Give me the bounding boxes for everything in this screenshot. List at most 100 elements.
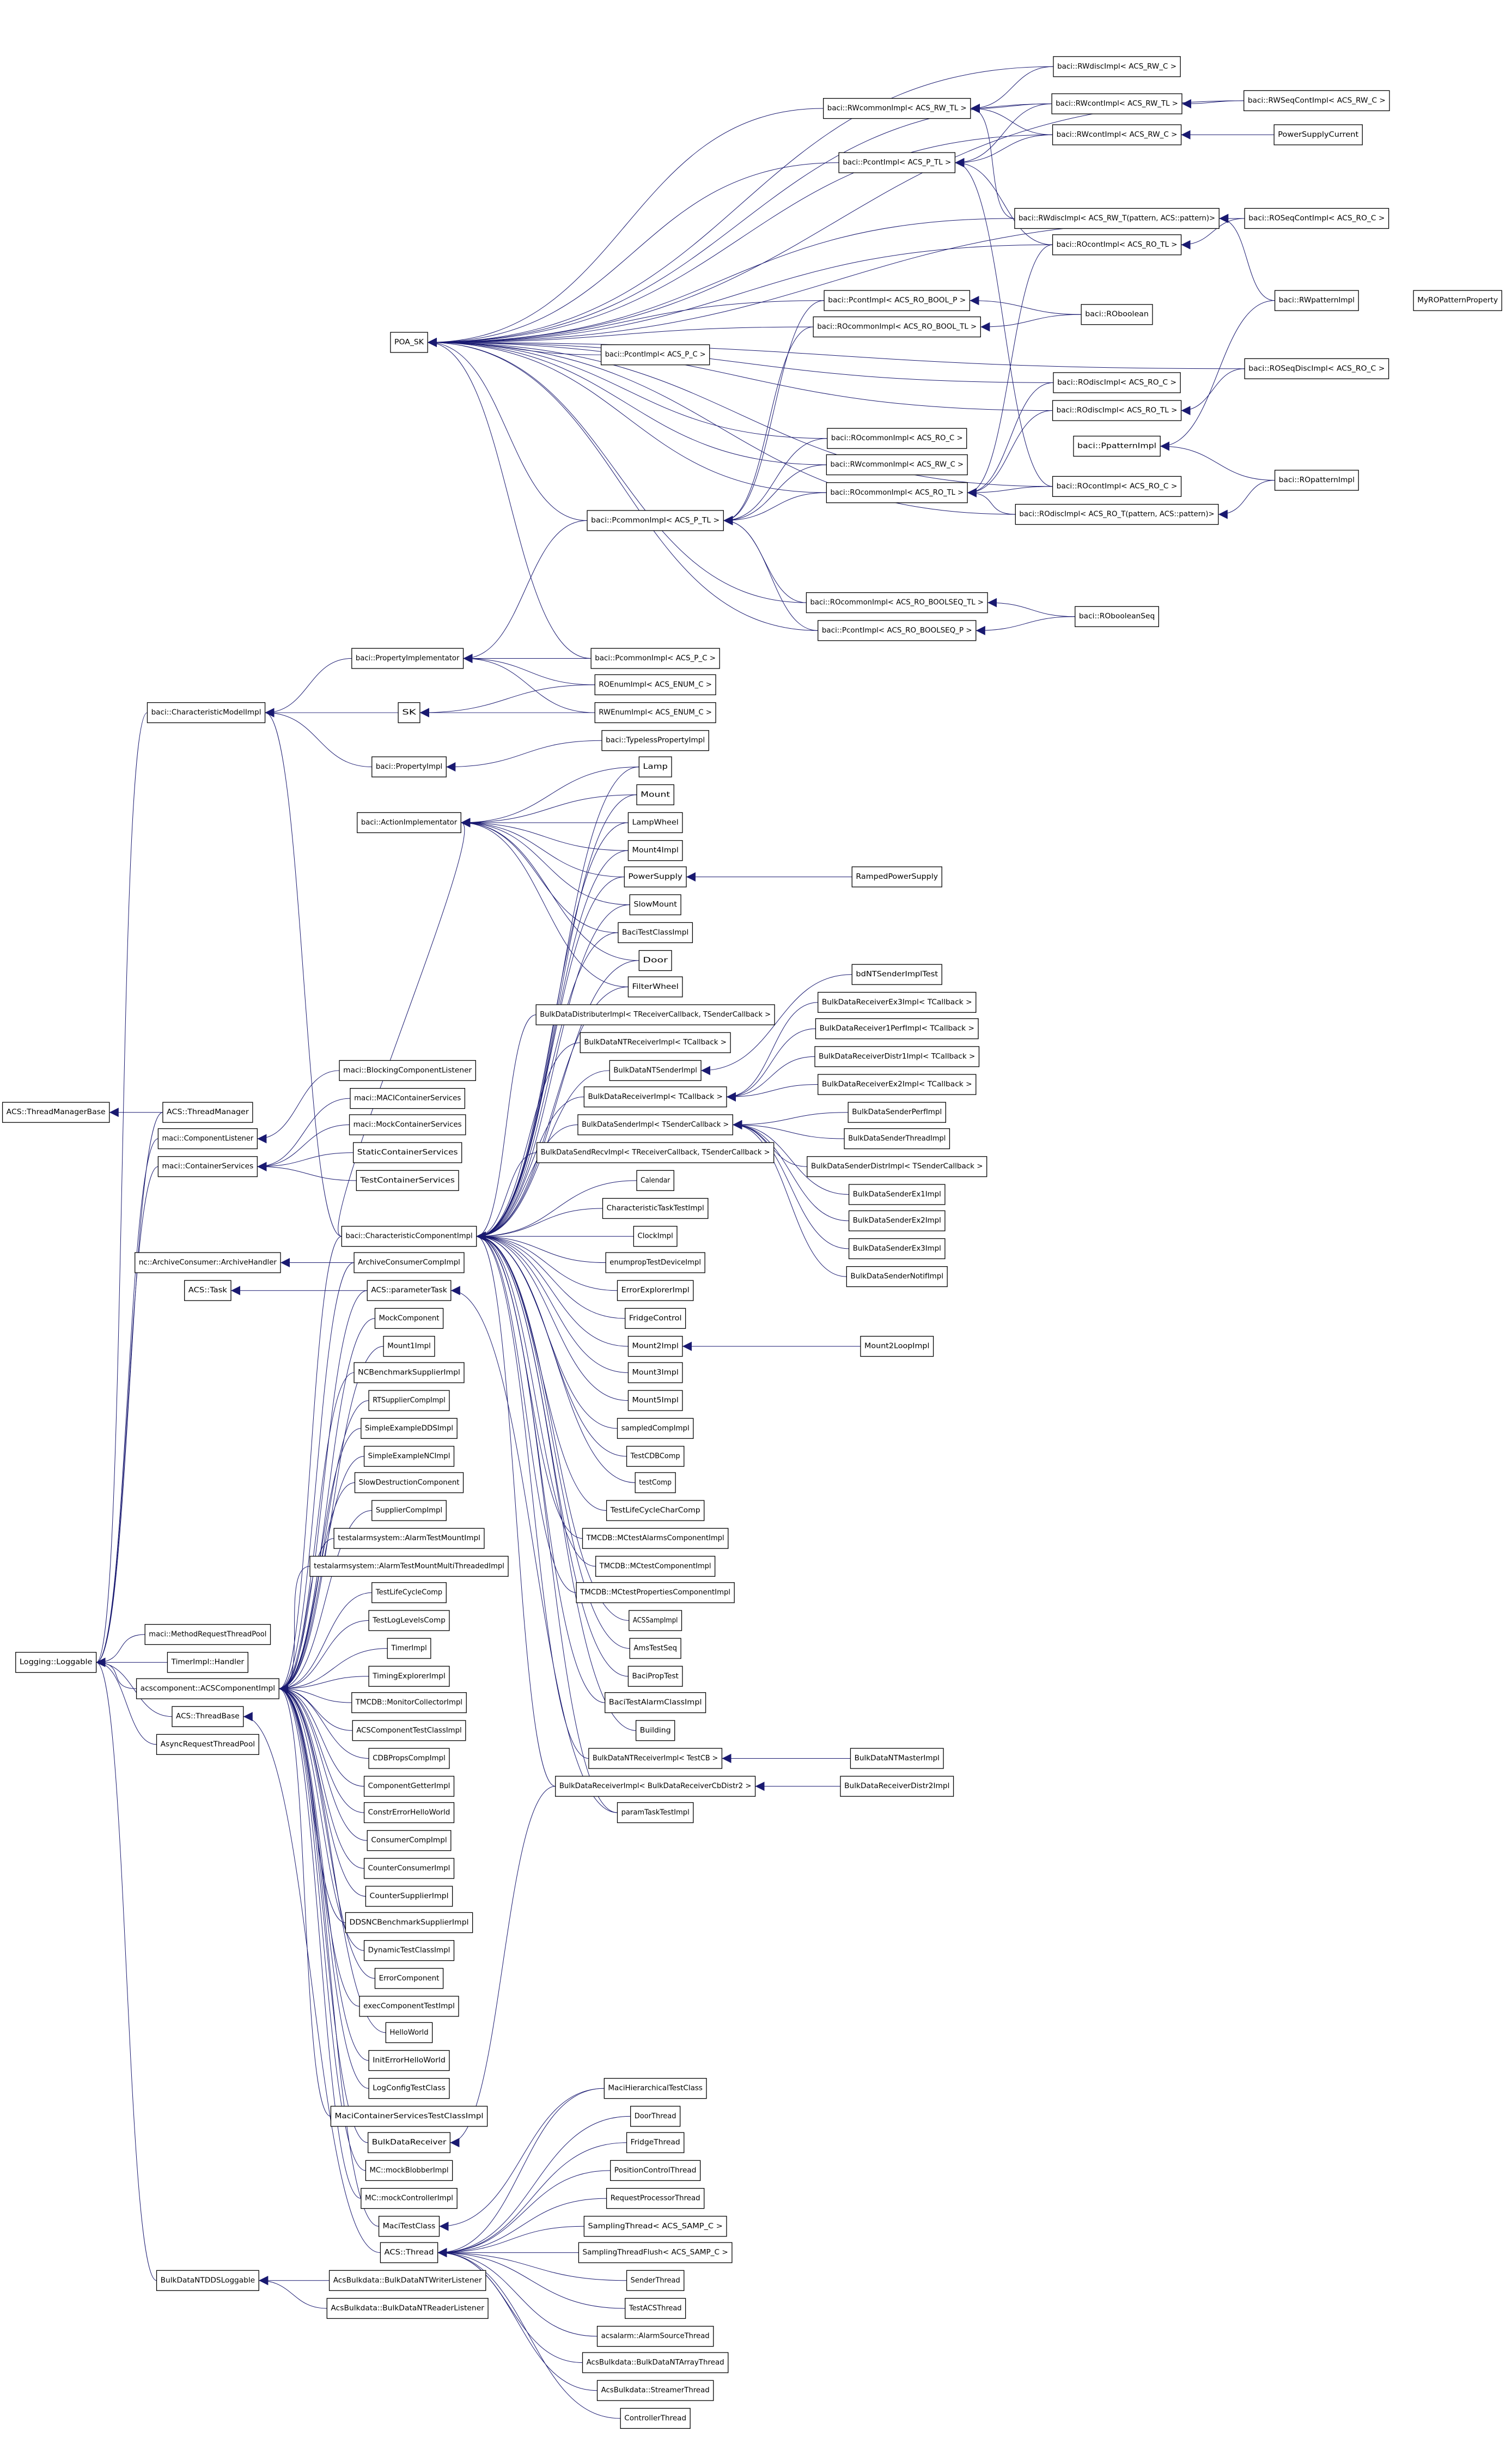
class-node[interactable]: Mount (636, 784, 674, 805)
class-node[interactable]: TimerImpl (387, 1638, 431, 1659)
class-node[interactable]: baci::RWcommonImpl< ACS_RW_TL > (823, 98, 971, 119)
class-node[interactable]: MaciContainerServicesTestClassImpl (330, 2106, 488, 2127)
class-node[interactable]: MyROPatternProperty (1413, 290, 1502, 311)
class-node[interactable]: baci::ROdiscImpl< ACS_RO_T(pattern, ACS:… (1015, 503, 1219, 525)
class-node[interactable]: baci::PcommonImpl< ACS_P_C > (590, 648, 720, 669)
class-node[interactable]: DoorThread (630, 2106, 681, 2127)
class-node[interactable]: baci::PpatternImpl (1073, 435, 1161, 457)
class-node[interactable]: baci::PcontImpl< ACS_RO_BOOL_P > (824, 290, 971, 311)
class-node[interactable]: AcsBulkdata::StreamerThread (596, 2380, 714, 2401)
class-node[interactable]: AcsBulkdata::BulkDataNTReaderListener (326, 2298, 489, 2319)
class-node[interactable]: BulkDataSenderImpl< TSenderCallback > (577, 1114, 733, 1135)
class-node[interactable]: TimerImpl::Handler (167, 1652, 248, 1673)
class-node[interactable]: ACS::Task (184, 1280, 231, 1301)
class-node[interactable]: ACSSampImpl (629, 1610, 682, 1631)
class-node[interactable]: BulkDataReceiverImpl< TCallback > (583, 1086, 727, 1108)
class-node[interactable]: Mount5Impl (627, 1390, 683, 1411)
class-node[interactable]: baci::ROSeqDiscImpl< ACS_RO_C > (1244, 358, 1389, 379)
class-node[interactable]: baci::ROcommonImpl< ACS_RO_BOOLSEQ_TL > (806, 592, 988, 613)
class-node[interactable]: MockComponent (374, 1308, 444, 1329)
class-node[interactable]: ACSComponentTestClassImpl (352, 1720, 466, 1741)
class-node[interactable]: BulkDataNTMasterImpl (850, 1748, 944, 1769)
class-node[interactable]: testalarmsystem::AlarmTestMountMultiThre… (309, 1555, 509, 1577)
class-node[interactable]: SK (398, 702, 420, 724)
class-node[interactable]: baci::PcontImpl< ACS_P_C > (600, 344, 710, 366)
class-node[interactable]: ROEnumImpl< ACS_ENUM_C > (594, 674, 716, 695)
class-node[interactable]: TimingExplorerImpl (368, 1666, 450, 1687)
class-node[interactable]: SlowDestructionComponent (354, 1472, 464, 1493)
class-node[interactable]: RWEnumImpl< ACS_ENUM_C > (594, 702, 716, 724)
class-node[interactable]: PositionControlThread (610, 2160, 701, 2181)
class-node[interactable]: StaticContainerServices (353, 1142, 462, 1163)
class-node[interactable]: ComponentGetterImpl (363, 1776, 455, 1797)
class-node[interactable]: TestLogLevelsComp (368, 1610, 450, 1631)
class-node[interactable]: baci::ROboolean (1081, 304, 1153, 325)
class-node[interactable]: baci::ActionImplementator (357, 812, 461, 834)
class-node[interactable]: SimpleExampleNCImpl (363, 1445, 455, 1467)
class-node[interactable]: BulkDataNTSenderImpl (609, 1060, 702, 1081)
class-node[interactable]: LampWheel (627, 812, 683, 834)
class-node[interactable]: ACS::ThreadBase (172, 1706, 244, 1727)
class-node[interactable]: TestACSThread (625, 2298, 686, 2319)
class-node[interactable]: baci::ROcommonImpl< ACS_RO_C > (827, 428, 967, 449)
class-node[interactable]: BulkDataNTReceiverImpl< TCallback > (580, 1032, 731, 1053)
class-node[interactable]: acsalarm::AlarmSourceThread (596, 2326, 714, 2347)
class-node[interactable]: RampedPowerSupply (851, 866, 942, 888)
class-node[interactable]: ACS::ThreadManagerBase (2, 1102, 110, 1123)
class-node[interactable]: baci::RWdiscImpl< ACS_RW_T(pattern, ACS:… (1014, 208, 1220, 229)
class-node[interactable]: BulkDataSenderNotifImpl (846, 1266, 948, 1287)
class-node[interactable]: NCBenchmarkSupplierImpl (353, 1362, 465, 1383)
class-node[interactable]: Logging::Loggable (15, 1652, 97, 1673)
class-node[interactable]: baci::ROcommonImpl< ACS_RO_TL > (826, 482, 968, 503)
class-node[interactable]: maci::ComponentListener (157, 1128, 258, 1150)
class-node[interactable]: AcsBulkdata::BulkDataNTArrayThread (582, 2352, 729, 2373)
class-node[interactable]: AcsBulkdata::BulkDataNTWriterListener (328, 2270, 486, 2291)
class-node[interactable]: Mount4Impl (627, 840, 683, 861)
class-node[interactable]: baci::ROcontImpl< ACS_RO_TL > (1052, 234, 1182, 256)
class-node[interactable]: baci::ROcontImpl< ACS_RO_C > (1052, 476, 1182, 497)
class-node[interactable]: baci::RWSeqContImpl< ACS_RW_C > (1243, 90, 1390, 111)
class-node[interactable]: BulkDataSenderEx1Impl (848, 1184, 946, 1205)
class-node[interactable]: baci::RWcontImpl< ACS_RW_C > (1052, 124, 1182, 145)
class-node[interactable]: acscomponent::ACSComponentImpl (136, 1678, 279, 1699)
class-node[interactable]: MC::mockControllerImpl (361, 2187, 458, 2209)
class-node[interactable]: baci::PcommonImpl< ACS_P_TL > (587, 510, 724, 531)
class-node[interactable]: BulkDataSendRecvImpl< TReceiverCallback,… (536, 1142, 775, 1163)
class-node[interactable]: TestLifeCycleCharComp (606, 1500, 705, 1521)
class-node[interactable]: BaciPropTest (627, 1666, 683, 1687)
class-node[interactable]: InitErrorHelloWorld (368, 2050, 450, 2071)
class-node[interactable]: baci::CharacteristicModelImpl (147, 702, 266, 724)
class-node[interactable]: baci::RWcontImpl< ACS_RW_TL > (1051, 93, 1182, 114)
class-node[interactable]: RequestProcessorThread (606, 2187, 705, 2209)
class-node[interactable]: PowerSupply (624, 866, 687, 888)
class-node[interactable]: baci::ROdiscImpl< ACS_RO_C > (1053, 372, 1181, 393)
class-node[interactable]: POA_SK (390, 332, 428, 353)
class-node[interactable]: SimpleExampleDDSImpl (361, 1418, 458, 1439)
class-node[interactable]: TMCDB::MCtestPropertiesComponentImpl (576, 1582, 735, 1603)
class-node[interactable]: CounterConsumerImpl (363, 1858, 455, 1879)
class-node[interactable]: baci::ROSeqContImpl< ACS_RO_C > (1244, 208, 1389, 229)
class-node[interactable]: BulkDataNTReceiverImpl< TestCB > (588, 1748, 723, 1769)
class-node[interactable]: SamplingThread< ACS_SAMP_C > (583, 2216, 727, 2237)
class-node[interactable]: baci::RWpatternImpl (1274, 290, 1359, 311)
class-node[interactable]: baci::RObooleanSeq (1075, 606, 1159, 627)
class-node[interactable]: ErrorComponent (374, 1968, 444, 1989)
class-node[interactable]: PowerSupplyCurrent (1273, 124, 1363, 145)
class-node[interactable]: Lamp (638, 756, 672, 777)
class-node[interactable]: TestCDBComp (626, 1445, 685, 1467)
class-node[interactable]: baci::PcontImpl< ACS_P_TL > (838, 152, 956, 173)
class-node[interactable]: BulkDataSenderPerfImpl (848, 1102, 946, 1123)
class-node[interactable]: HelloWorld (385, 2022, 433, 2043)
class-node[interactable]: baci::ROdiscImpl< ACS_RO_TL > (1052, 400, 1182, 421)
class-node[interactable]: AmsTestSeq (629, 1638, 681, 1659)
class-node[interactable]: maci::ContainerServices (157, 1156, 258, 1177)
class-node[interactable]: TMCDB::MonitorCollectorImpl (351, 1692, 467, 1713)
class-node[interactable]: baci::ROpatternImpl (1274, 470, 1359, 491)
class-node[interactable]: BulkDataReceiverDistr2Impl (840, 1776, 954, 1797)
class-node[interactable]: TMCDB::MCtestComponentImpl (595, 1555, 716, 1577)
class-node[interactable]: baci::RWdiscImpl< ACS_RW_C > (1053, 56, 1181, 77)
class-node[interactable]: FridgeThread (626, 2132, 685, 2153)
class-node[interactable]: RTSupplierCompImpl (368, 1390, 450, 1411)
class-node[interactable]: ArchiveConsumerCompImpl (353, 1252, 465, 1273)
class-node[interactable]: BulkDataReceiver1PerfImpl< TCallback > (815, 1018, 979, 1040)
